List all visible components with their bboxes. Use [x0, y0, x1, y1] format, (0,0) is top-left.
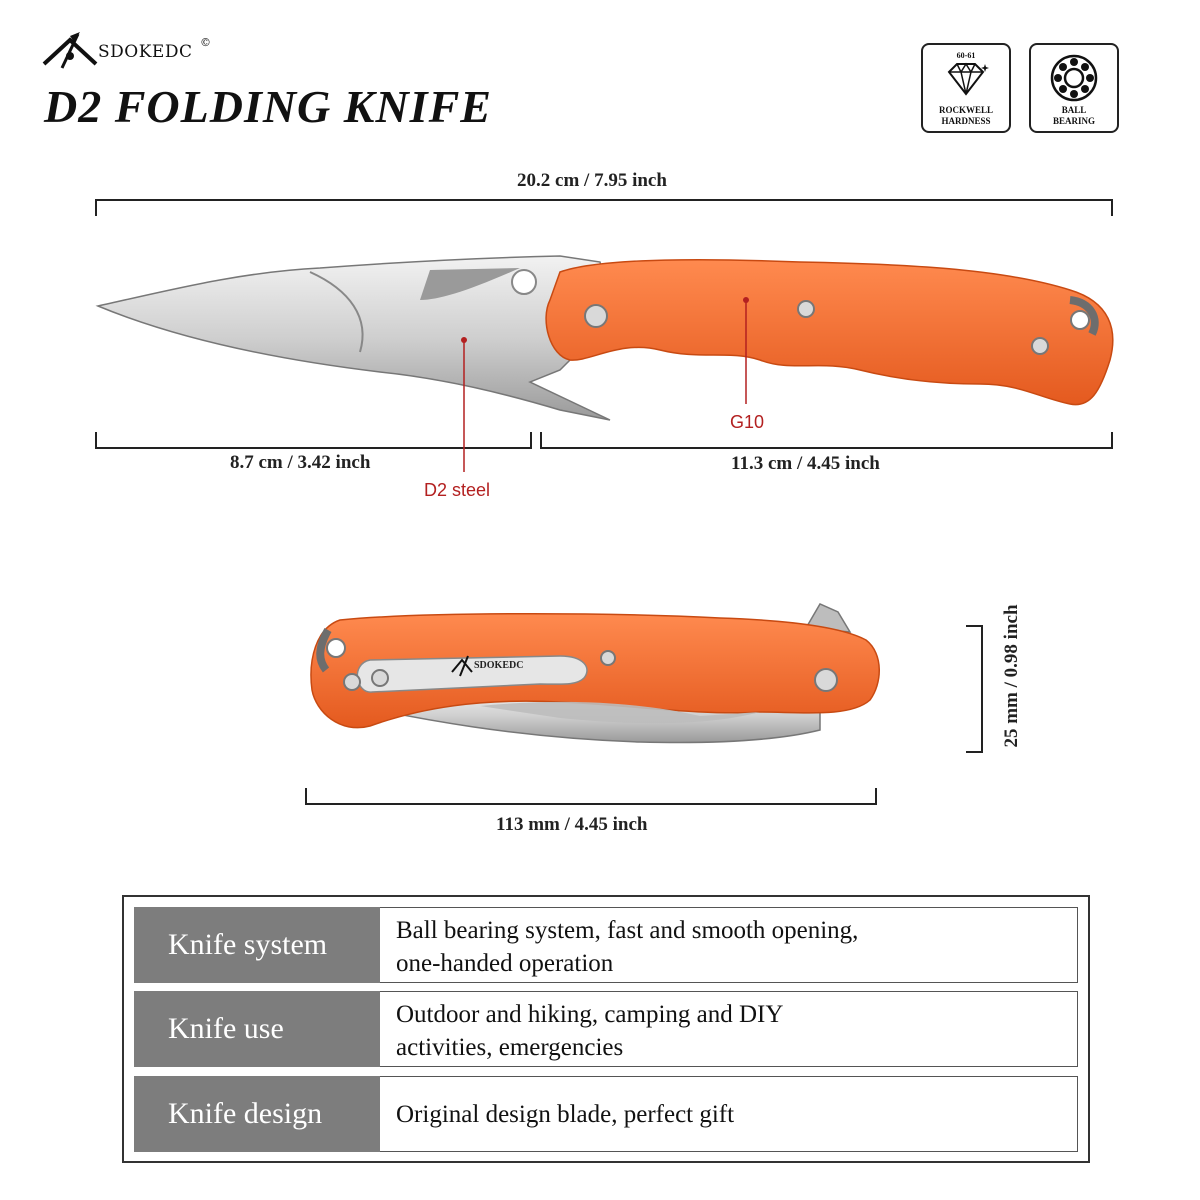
rockwell-hardness-badge: 60-61 ROCKWELL HARDNESS [921, 43, 1011, 133]
spec-line-2: one-handed operation [396, 950, 614, 977]
spec-table: Knife system Ball bearing system, fast a… [122, 895, 1090, 1163]
closed-height-label: 25 mm / 0.98 inch [1001, 604, 1022, 748]
spec-row-knife-design: Knife design Original design blade, perf… [134, 1076, 1078, 1152]
spec-row-knife-system: Knife system Ball bearing system, fast a… [134, 907, 1078, 983]
registered-mark: © [200, 36, 211, 49]
overall-length-bracket [95, 199, 1113, 216]
clip-logo-icon [451, 655, 473, 677]
diamond-icon [947, 62, 989, 96]
knife-diagram [95, 199, 1114, 805]
blade-length-bracket [95, 432, 532, 449]
spec-line-1: Ball bearing system, fast and smooth ope… [396, 917, 859, 944]
spec-line-1: Original design blade, perfect gift [396, 1100, 735, 1128]
spec-row-knife-use: Knife use Outdoor and hiking, camping an… [134, 991, 1078, 1067]
hardness-value: 60-61 [956, 51, 976, 60]
closed-length-bracket [305, 788, 877, 805]
spec-label: Knife design [134, 1076, 380, 1152]
g10-handle [545, 258, 1114, 406]
handle-length-label: 11.3 cm / 4.45 inch [731, 453, 880, 474]
d2-steel-callout-line [461, 337, 467, 472]
blade-material-label: D2 steel [424, 480, 491, 500]
closed-knife-image [310, 603, 880, 744]
page-title: D2 FOLDING KNIFE [44, 81, 492, 132]
spec-line-1: Outdoor and hiking, camping and DIY [396, 1001, 784, 1028]
brand-logo: SDOKEDC © [40, 30, 230, 72]
handle-length-bracket [540, 432, 1113, 449]
closed-knife-handle [310, 612, 880, 729]
overall-length-label: 20.2 cm / 7.95 inch [517, 170, 667, 191]
spec-label: Knife system [134, 907, 380, 983]
badge-label-line2: BEARING [1052, 116, 1095, 126]
open-knife-image [95, 255, 1114, 421]
closed-height-bracket [966, 625, 983, 753]
blade-length-label: 8.7 cm / 3.42 inch [230, 452, 371, 473]
badge-label-line1: BALL [1061, 105, 1087, 115]
brand-name: SDOKEDC [98, 42, 193, 62]
closed-length-label: 113 mm / 4.45 inch [496, 814, 648, 835]
ball-bearing-badge: BALL BEARING [1029, 43, 1119, 133]
sword-logo-icon [42, 32, 98, 69]
spec-description: Original design blade, perfect gift [380, 1076, 1078, 1152]
spec-description: Outdoor and hiking, camping and DIY acti… [380, 991, 1078, 1067]
spec-description: Ball bearing system, fast and smooth ope… [380, 907, 1078, 983]
handle-material-label: G10 [730, 412, 765, 432]
clip-brand-label: SDOKEDC [474, 660, 524, 671]
ball-bearing-icon [1050, 54, 1098, 102]
spec-label: Knife use [134, 991, 380, 1067]
spec-line-2: activities, emergencies [396, 1034, 624, 1061]
g10-callout-line [743, 297, 749, 404]
badge-label-line2: HARDNESS [941, 116, 991, 126]
badge-label-line1: ROCKWELL [938, 105, 993, 115]
